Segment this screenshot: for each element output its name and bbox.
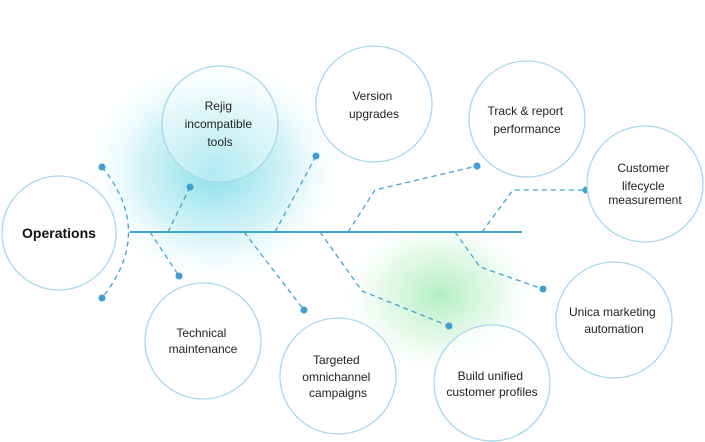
node-customer-lifecycle-line-1: Customer	[617, 161, 669, 175]
svg-text:Rejig incompatible: Rejig incompatible tools	[185, 99, 256, 149]
root-label: Operations	[22, 225, 96, 241]
svg-text:Unica marketing automati: Unica marketing automation	[569, 305, 659, 336]
node-unica-line-1: Unica marketing	[569, 305, 656, 319]
blue-glow	[80, 50, 350, 290]
node-targeted-line-2: omnichannel	[302, 370, 370, 384]
svg-text:Targeted omnichannel: Targeted omnichannel campaigns	[302, 353, 373, 400]
dot-technical	[175, 272, 183, 280]
node-rejig-line-1: Rejig	[205, 99, 232, 113]
node-unica-line-2: automation	[584, 322, 643, 336]
dot-version	[312, 152, 320, 160]
dot-rejig	[186, 183, 194, 191]
node-version-line-2: upgrades	[349, 107, 399, 121]
node-unified-line-2: customer profiles	[446, 385, 537, 399]
node-version: Version upgrades	[315, 45, 433, 163]
node-targeted-line-3: campaigns	[309, 386, 367, 400]
node-rejig: Rejig incompatible tools	[161, 65, 279, 183]
node-targeted: Targeted omnichannel campaigns	[279, 317, 397, 435]
connector-targeted	[243, 231, 305, 311]
svg-text:Track & report performan: Track & report performance	[488, 104, 567, 136]
dot-arc-top	[98, 163, 106, 171]
node-customer-lifecycle: Customer lifecycle measurement	[586, 125, 704, 243]
dot-track	[473, 162, 481, 170]
connector-dots	[98, 152, 590, 330]
node-targeted-line-1: Targeted	[313, 353, 360, 367]
node-unica: Unica marketing automation	[555, 261, 673, 379]
node-rejig-line-2: incompatible	[185, 117, 253, 131]
connector-track	[347, 165, 478, 233]
root-node: Operations	[1, 175, 117, 291]
svg-text:Technical maintenance: Technical maintenance	[169, 326, 238, 356]
connectors	[101, 155, 586, 327]
connector-unified	[319, 231, 450, 327]
node-customer-lifecycle-line-2: lifecycle	[622, 179, 665, 193]
node-technical: Technical maintenance	[144, 282, 262, 400]
svg-text:Build unified customer p: Build unified customer profiles	[446, 369, 537, 399]
root-arc	[101, 166, 129, 299]
node-track-line-1: Track & report	[488, 104, 564, 118]
connector-customer-lifecycle	[481, 189, 586, 233]
node-technical-line-2: maintenance	[169, 342, 238, 356]
node-track: Track & report performance	[468, 60, 586, 178]
dot-unified	[445, 322, 453, 330]
node-unified: Build unified customer profiles	[433, 324, 551, 442]
node-unified-line-1: Build unified	[458, 369, 523, 383]
dot-unica	[539, 285, 547, 293]
node-customer-lifecycle-line-3: measurement	[608, 193, 682, 207]
node-rejig-line-3: tools	[207, 135, 232, 149]
svg-text:Version upgrades: Version upgrades	[349, 89, 399, 121]
svg-text:Customer lifecycle: Customer lifecycle measurement	[608, 161, 682, 207]
dot-targeted	[300, 306, 308, 314]
dot-arc-bottom	[98, 294, 106, 302]
node-technical-line-1: Technical	[176, 326, 226, 340]
node-version-line-1: Version	[352, 89, 392, 103]
node-track-line-2: performance	[493, 122, 561, 136]
